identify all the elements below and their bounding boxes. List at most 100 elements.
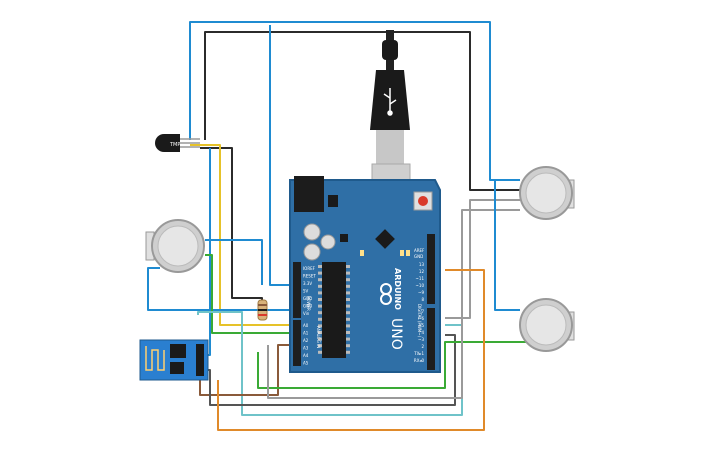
wire-blue-gas3[interactable] [494, 180, 520, 311]
regulator-chip [328, 195, 338, 207]
chip-pin [346, 271, 350, 275]
pin-label: ~11 [416, 276, 425, 281]
chip-pin [346, 265, 350, 268]
wire-blue-gas1[interactable] [205, 239, 263, 285]
digital-header-upper[interactable] [427, 234, 435, 304]
pin-label: 13 [419, 262, 425, 267]
gnd-label: GND [414, 254, 423, 259]
usb-icon [383, 88, 397, 116]
wire-blue-tmp-esp[interactable] [205, 148, 211, 356]
resistor[interactable] [257, 299, 268, 321]
chip-pin [318, 298, 322, 301]
chip-pin [346, 304, 350, 308]
tmp-sensor-label: TMP [169, 142, 180, 148]
gas-sensor-2[interactable] [519, 166, 575, 220]
board-model: UNO [388, 318, 404, 350]
chip-pins [318, 265, 350, 354]
board-brand: ARDUINO [393, 268, 402, 310]
capacitor-1 [303, 223, 321, 241]
resistor-band-1 [258, 304, 267, 306]
pin-label: 8 [421, 297, 424, 302]
power-header-title: POWER [306, 296, 311, 311]
pin-label: 3.3V [303, 281, 312, 286]
chip-pin [318, 278, 322, 282]
capacitor-3 [320, 234, 336, 250]
analog-header-title: ANALOG IN [316, 326, 321, 348]
wire-gray-wide[interactable] [267, 209, 520, 399]
pin-label: A4 [303, 353, 309, 358]
led-l [360, 250, 364, 256]
analog-header[interactable] [293, 320, 301, 366]
pin-label: TX▸1 [413, 351, 424, 356]
gas-sensor-2-mesh [525, 172, 567, 214]
chip-pin [346, 298, 350, 301]
chip-pin [346, 344, 350, 348]
chip-pin [318, 337, 322, 341]
power-jack [294, 176, 324, 212]
aref-label: AREF [414, 248, 425, 253]
pin-label: Vin [303, 311, 310, 316]
wire-black-tmp[interactable] [200, 147, 263, 300]
chip-pin [346, 331, 350, 334]
chip-pin [318, 271, 322, 275]
chip-pin [346, 311, 350, 315]
pin-label: ~5 [418, 323, 424, 328]
digital-pin-labels-upper: 13 12 ~11 ~10 ~9 8 [416, 262, 425, 302]
wire-blue-power[interactable] [269, 25, 295, 286]
pin-label: GND [303, 296, 312, 301]
pin-label: A5 [303, 361, 309, 366]
tmp-sensor-body [155, 134, 180, 152]
gas-sensor-1-mesh [157, 225, 199, 267]
temperature-sensor[interactable]: TMP [155, 134, 200, 152]
wire-brown[interactable] [199, 344, 300, 396]
chip-pin [318, 324, 322, 328]
pin-label: 12 [419, 269, 425, 274]
usb-strain-relief [382, 40, 398, 60]
power-header[interactable] [293, 262, 301, 318]
capacitor-2 [303, 243, 321, 261]
usb-controller-chip [375, 229, 395, 249]
chip-pin [318, 304, 322, 308]
wire-black-top[interactable] [204, 31, 520, 191]
esp8266-wifi-module[interactable] [139, 339, 209, 381]
pin-label: A2 [303, 338, 309, 343]
wire-darkgray[interactable] [205, 334, 456, 406]
esp-antenna-icon [145, 346, 165, 371]
resistor-band-3 [258, 314, 267, 316]
pin-label: ~9 [418, 290, 424, 295]
wire-blue-gas1-esp[interactable] [147, 267, 300, 311]
resistor-band-2 [258, 309, 267, 311]
gas-sensor-3[interactable] [519, 298, 575, 352]
arduino-uno-board[interactable]: ARDUINO UNO POWER ANALOG IN DIGITAL (PWM… [289, 176, 441, 373]
chip-pin [318, 331, 322, 334]
wire-blue-top[interactable] [189, 21, 520, 181]
reset-button-cap [418, 196, 428, 206]
digital-header-lower[interactable] [427, 308, 435, 370]
chip-pin [346, 350, 350, 354]
pin-label: ~6 [418, 316, 424, 321]
led-rx [406, 250, 410, 256]
chip-pin [318, 265, 322, 268]
esp-pin-header[interactable] [196, 344, 204, 376]
wire-orange[interactable] [217, 269, 485, 431]
atmega-chip [322, 262, 346, 358]
wire-green-gas1[interactable] [205, 254, 300, 334]
chip-pin [346, 317, 350, 321]
pin-label: ~3 [418, 337, 424, 342]
pin-label: ~10 [416, 283, 425, 288]
wire-yellow-tmp[interactable] [190, 144, 300, 326]
chip-pin [346, 284, 350, 288]
pin-label: A1 [303, 331, 309, 336]
pin-label: RX◂0 [414, 358, 425, 363]
wire-gray-gas2[interactable] [445, 199, 520, 319]
chip-pin [346, 324, 350, 328]
small-chip [340, 234, 348, 242]
arduino-logo-icon [380, 283, 392, 305]
gas-sensor-1[interactable] [145, 219, 205, 273]
pin-label: RESET [303, 274, 316, 279]
